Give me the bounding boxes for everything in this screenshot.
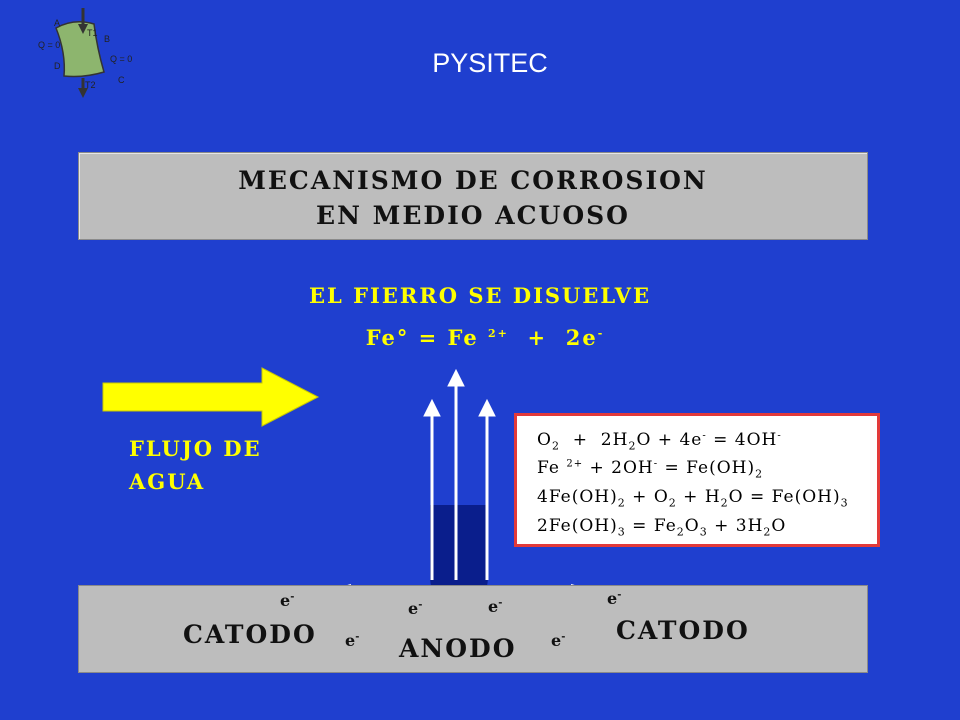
water-flow-label-line-1: FLUJO DE xyxy=(129,436,262,461)
electron-label: e- xyxy=(551,631,566,650)
reactions-box: O2 + 2H2O + 4e- = 4OH- Fe 2+ + 2OH- = Fe… xyxy=(514,413,880,547)
reaction-rhs: + 2e xyxy=(518,325,598,350)
ion-arrows xyxy=(423,368,496,580)
equation-oxygen-reduction: O2 + 2H2O + 4e- = 4OH- xyxy=(537,430,782,453)
anode-label: ANODO xyxy=(399,634,517,663)
iron-dissolution-reaction: Fe° = Fe 2+ + 2e- xyxy=(330,325,640,350)
reaction-electron-minus: - xyxy=(597,327,605,340)
reaction-lhs: Fe° = Fe xyxy=(365,325,479,350)
logo: A T1 B Q = 0 Q = 0 D C T2 xyxy=(34,8,144,98)
electron-label: e- xyxy=(607,589,622,608)
equation-ferric-hydroxide: 4Fe(OH)2 + O2 + H2O = Fe(OH)3 xyxy=(537,487,849,510)
electron-label: e- xyxy=(345,631,360,650)
thermo-cycle-icon xyxy=(55,8,105,98)
metal-bar: CATODO ANODO CATODO xyxy=(78,585,868,673)
logo-label-q-left: Q = 0 xyxy=(38,40,61,50)
equation-iron-oxide: 2Fe(OH)3 = Fe2O3 + 3H2O xyxy=(537,516,787,539)
cathode-left-label: CATODO xyxy=(183,620,317,649)
electron-label: e- xyxy=(408,599,423,618)
logo-label-c: C xyxy=(118,75,125,85)
app-title: PYSITEC xyxy=(432,48,548,78)
reaction-charge: 2+ xyxy=(488,327,509,340)
title-box: MECANISMO DE CORROSION EN MEDIO ACUOSO xyxy=(78,152,868,240)
cathode-right-label: CATODO xyxy=(616,616,750,645)
anode-well xyxy=(430,505,488,608)
logo-label-a: A xyxy=(54,18,61,28)
water-flow-label-line-2: AGUA xyxy=(129,469,206,494)
dissolves-heading: EL FIERRO SE DISUELVE xyxy=(309,283,651,308)
electron-label: e- xyxy=(488,597,503,616)
logo-label-b: B xyxy=(104,34,111,44)
electron-label: e- xyxy=(280,591,295,610)
equation-ferrous-hydroxide: Fe 2+ + 2OH- = Fe(OH)2 xyxy=(537,458,764,481)
title-line-1: MECANISMO DE CORROSION xyxy=(238,166,708,195)
logo-label-d: D xyxy=(54,61,61,71)
logo-label-q-right: Q = 0 xyxy=(110,54,133,64)
logo-label-t2: T2 xyxy=(85,80,96,90)
water-flow-arrow xyxy=(102,367,320,427)
logo-label-t1: T1 xyxy=(87,28,98,38)
title-line-2: EN MEDIO ACUOSO xyxy=(316,201,630,230)
